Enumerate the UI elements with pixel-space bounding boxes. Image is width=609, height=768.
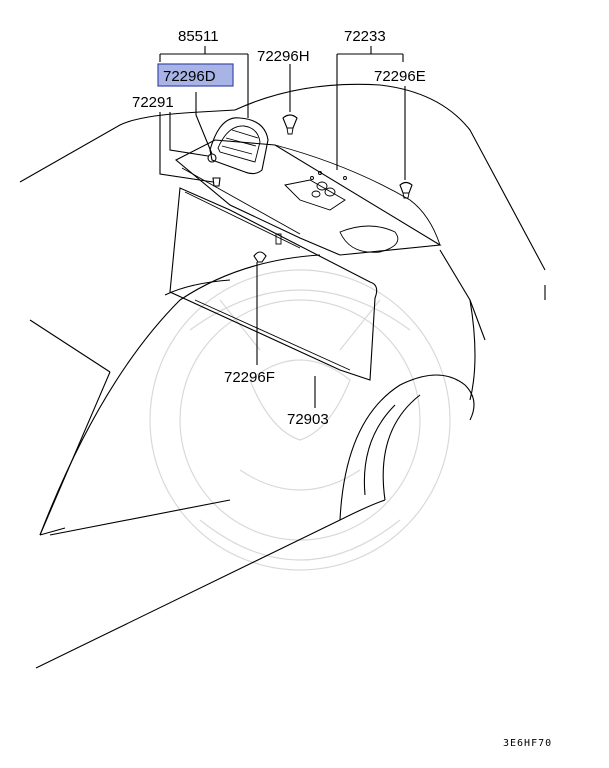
part-label-72233[interactable]: 72233 xyxy=(344,28,386,45)
part-label-72296E[interactable]: 72296E xyxy=(374,68,426,85)
clip-72296E xyxy=(399,181,413,199)
clip-72296H xyxy=(282,114,298,135)
diagram-code: 3E6HF70 xyxy=(503,738,552,749)
part-label-72296F[interactable]: 72296F xyxy=(224,369,275,386)
car-body-outline xyxy=(19,83,546,669)
part-label-72903[interactable]: 72903 xyxy=(287,411,329,428)
leader-lines xyxy=(159,46,406,408)
stop-lamp xyxy=(209,117,269,175)
back-panel-board xyxy=(169,187,378,381)
clip-72291 xyxy=(212,177,221,187)
part-label-72296D[interactable]: 72296D xyxy=(163,68,216,85)
part-label-72296H[interactable]: 72296H xyxy=(257,48,310,65)
highlight-box-72296D xyxy=(157,63,234,87)
part-label-85511[interactable]: 85511 xyxy=(178,28,219,45)
part-label-72291[interactable]: 72291 xyxy=(132,94,174,111)
package-tray xyxy=(175,139,442,256)
clip-72296F xyxy=(253,251,267,263)
